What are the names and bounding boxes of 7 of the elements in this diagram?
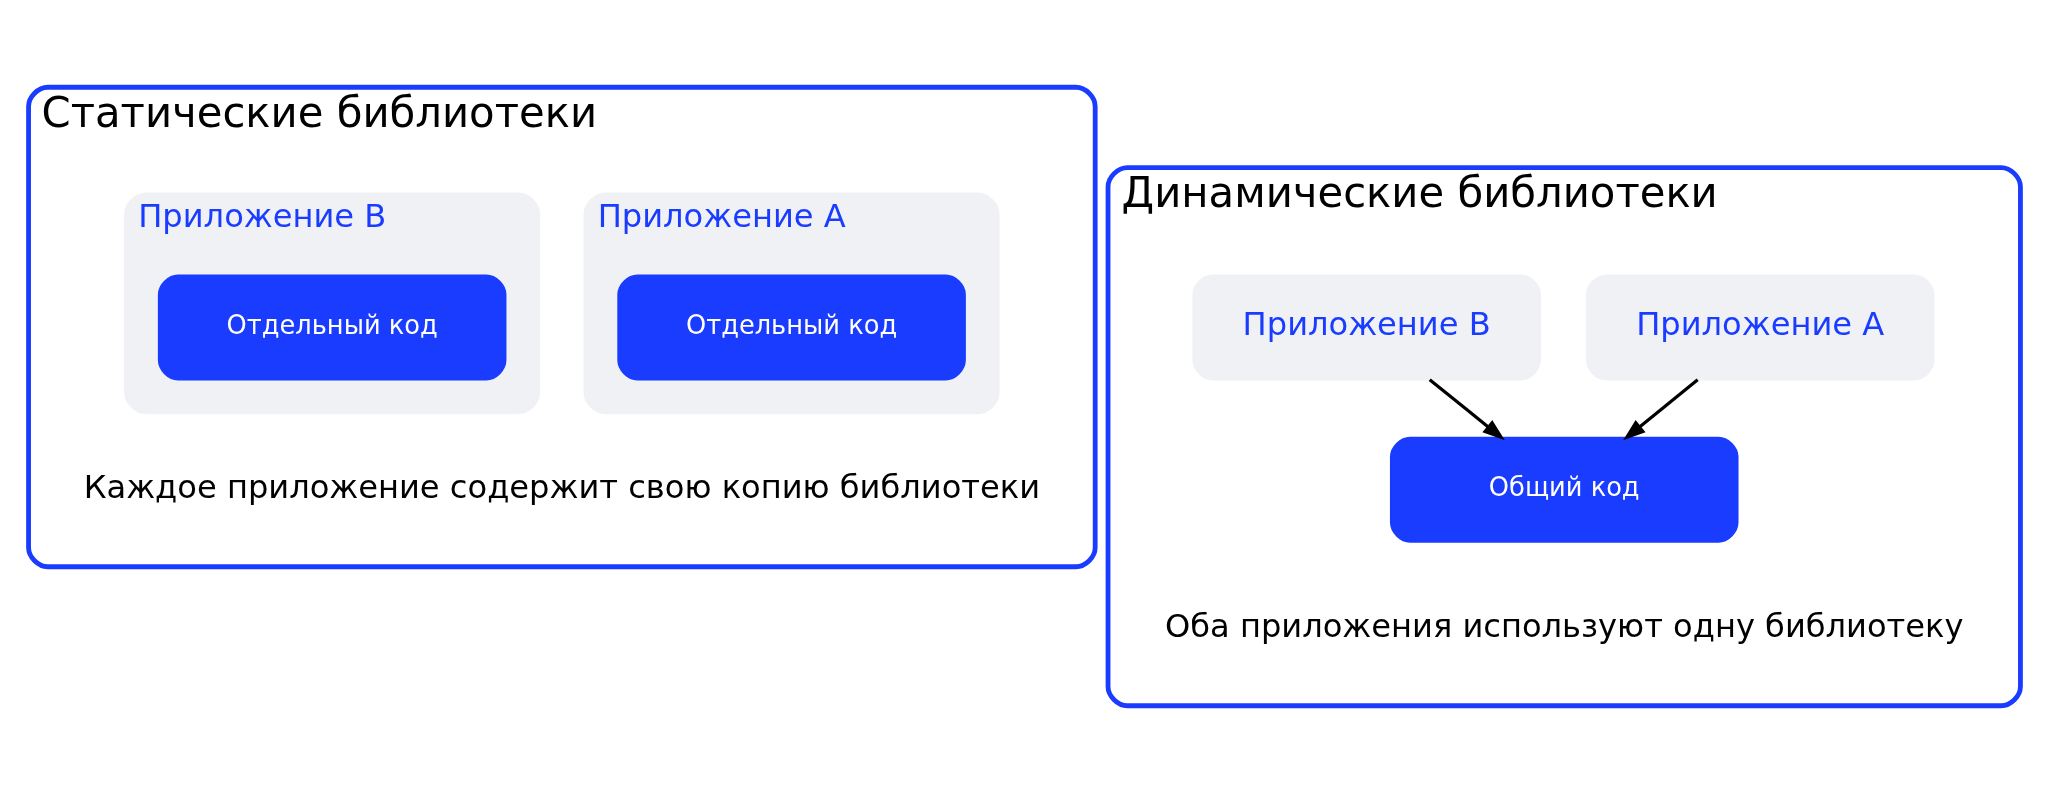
arrow	[1622, 378, 1699, 440]
arrow	[1428, 378, 1505, 440]
node-box: Отдельный код	[157, 273, 506, 380]
node-box: Общий код	[1389, 436, 1739, 543]
node-box: Приложение A	[1585, 273, 1934, 380]
node-box: Отдельный код	[616, 273, 966, 380]
node-box: Приложение B	[1191, 273, 1541, 380]
